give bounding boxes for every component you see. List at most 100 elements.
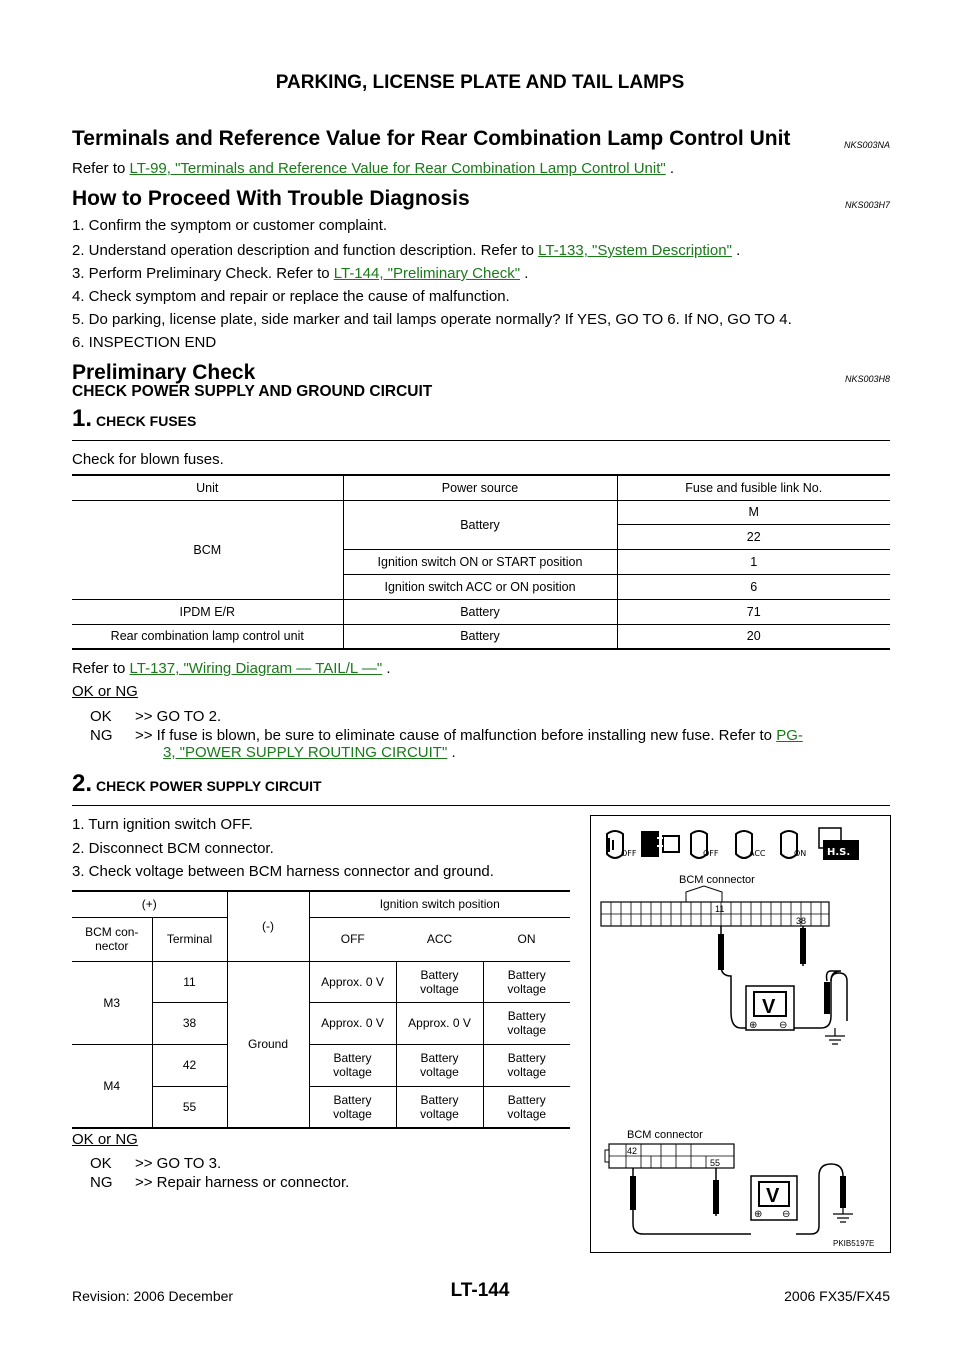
table-cell: 6 (616, 574, 890, 599)
table-cell: M4 (103, 1078, 121, 1093)
table-cell: 22 (616, 524, 890, 549)
list-item: 6. INSPECTION END (72, 334, 217, 351)
list-item: 3. Perform Preliminary Check. Refer to L… (72, 265, 529, 282)
list-item: 1. Turn ignition switch OFF. (72, 816, 253, 833)
link-lt137[interactable]: LT-137, "Wiring Diagram — TAIL/L —" (129, 660, 383, 677)
link-lt133[interactable]: LT-133, "System Description" (538, 242, 732, 259)
divider (72, 805, 890, 806)
table-cell: Battery (342, 500, 617, 549)
table-header: Power source (342, 475, 617, 500)
table-cell: 55 (151, 1086, 227, 1128)
key-label-off: OFF (703, 849, 719, 858)
ng-result-cont: 3, "POWER SUPPLY ROUTING CIRCUIT" . (163, 744, 456, 761)
voltmeter-label: V (766, 1185, 780, 1207)
link-pg3[interactable]: 3, "POWER SUPPLY ROUTING CIRCUIT" (163, 744, 448, 761)
figure-drawing: OFF OFF ACC ON H.S. BCM connector 11 38 … (600, 827, 874, 1248)
table-cell: 71 (616, 599, 890, 624)
table-header: Unit (196, 480, 219, 495)
footer-revision: Revision: 2006 December (72, 1288, 234, 1304)
table-cell: M (616, 500, 890, 524)
ok-or-ng: OK or NG (72, 683, 138, 700)
list-item: 4. Check symptom and repair or replace t… (72, 288, 510, 305)
table-cell: Ground (226, 961, 309, 1128)
table-header: Ignition switch position (308, 891, 570, 917)
divider (72, 440, 890, 441)
page-number: LT-144 (450, 1280, 510, 1301)
connector-disconnect-icon (641, 831, 680, 857)
table-header: (+) (141, 897, 157, 912)
ok-or-ng: OK or NG (72, 1131, 138, 1148)
pin-11: 11 (715, 904, 724, 914)
table-header: ON (517, 932, 536, 946)
refer-text: Refer to LT-137, "Wiring Diagram — TAIL/… (72, 660, 391, 677)
connector-label: BCM connector (627, 1129, 703, 1141)
table-cell: Ignition switch ON or START position (342, 549, 617, 574)
table-cell: BCM (72, 500, 343, 600)
link-lt99[interactable]: LT-99, "Terminals and Reference Value fo… (129, 160, 666, 177)
key-label-acc: ACC (749, 849, 766, 858)
plus-terminal: ⊕ (749, 1020, 757, 1031)
ok-key: OK (90, 708, 112, 725)
ignition-key-icon (690, 830, 708, 859)
table-header: OFF (308, 917, 396, 961)
list-item: 3. Check voltage between BCM harness con… (72, 863, 494, 880)
table-cell: Approx. 0 V (308, 1002, 396, 1044)
key-label-off: OFF (621, 849, 637, 858)
ok-result: >> GO TO 2. (135, 708, 222, 725)
table-cell: Rear combination lamp control unit (110, 629, 304, 644)
table-header: Terminal (151, 917, 227, 961)
section-title-trouble-diagnosis: How to Proceed With Trouble Diagnosis (72, 187, 470, 210)
link-lt144[interactable]: LT-144, "Preliminary Check" (333, 265, 521, 282)
step-heading: 2.CHECK POWER SUPPLY CIRCUIT (72, 770, 322, 797)
section-code: NKS003NA (843, 140, 890, 150)
ignition-key-icon (735, 830, 753, 859)
table-cell: M3 (72, 961, 152, 1045)
section-code: NKS003H7 (844, 200, 890, 210)
table-cell: 38 (151, 1002, 227, 1044)
section-code: NKS003H8 (844, 374, 890, 384)
ok-key: OK (90, 1155, 112, 1172)
ng-key: NG (90, 727, 113, 744)
hs-label: H.S. (827, 847, 850, 858)
ground-symbol (833, 1208, 853, 1223)
table-cell: Approx. 0 V (308, 961, 396, 1002)
list-item: 5. Do parking, license plate, side marke… (72, 311, 792, 328)
table-cell: Approx. 0 V (395, 1002, 483, 1044)
step-text: Check for blown fuses. (72, 451, 224, 468)
table-header: (-) (226, 891, 309, 962)
table-header: Fuse and fusible link No. (616, 475, 890, 500)
table-header: ACC (426, 932, 453, 946)
ng-result: >> If fuse is blown, be sure to eliminat… (135, 727, 803, 744)
link-pg3[interactable]: PG- (776, 727, 803, 744)
voltage-table: (+) (-) Ignition switch position BCM con… (72, 890, 570, 1129)
ignition-key-icon (780, 830, 798, 859)
ng-key: NG (90, 1174, 113, 1191)
section-title-terminals: Terminals and Reference Value for Rear C… (72, 127, 791, 150)
ground-symbol (825, 1028, 845, 1045)
voltmeter-label: V (762, 996, 776, 1018)
harness-side-icon (818, 827, 859, 860)
fuse-table: Unit Power source Fuse and fusible link … (72, 474, 890, 650)
table-cell: 42 (151, 1044, 227, 1086)
minus-terminal: ⊖ (782, 1209, 790, 1220)
table-header: BCM con-nector (85, 925, 139, 953)
table-cell: IPDM E/R (179, 604, 236, 619)
page-title: PARKING, LICENSE PLATE AND TAIL LAMPS (275, 72, 685, 93)
list-item: 2. Disconnect BCM connector. (72, 840, 274, 857)
table-cell: 11 (151, 961, 227, 1002)
ignition-key-icon (606, 830, 624, 859)
wiring-figure: OFF OFF ACC ON H.S. BCM connector 11 38 … (590, 815, 891, 1253)
ng-result: >> Repair harness or connector. (135, 1174, 350, 1191)
key-label-on: ON (794, 849, 806, 858)
section-title-preliminary-check: Preliminary Check (72, 361, 256, 384)
minus-terminal: ⊖ (779, 1020, 787, 1031)
pin-55: 55 (710, 1158, 720, 1168)
